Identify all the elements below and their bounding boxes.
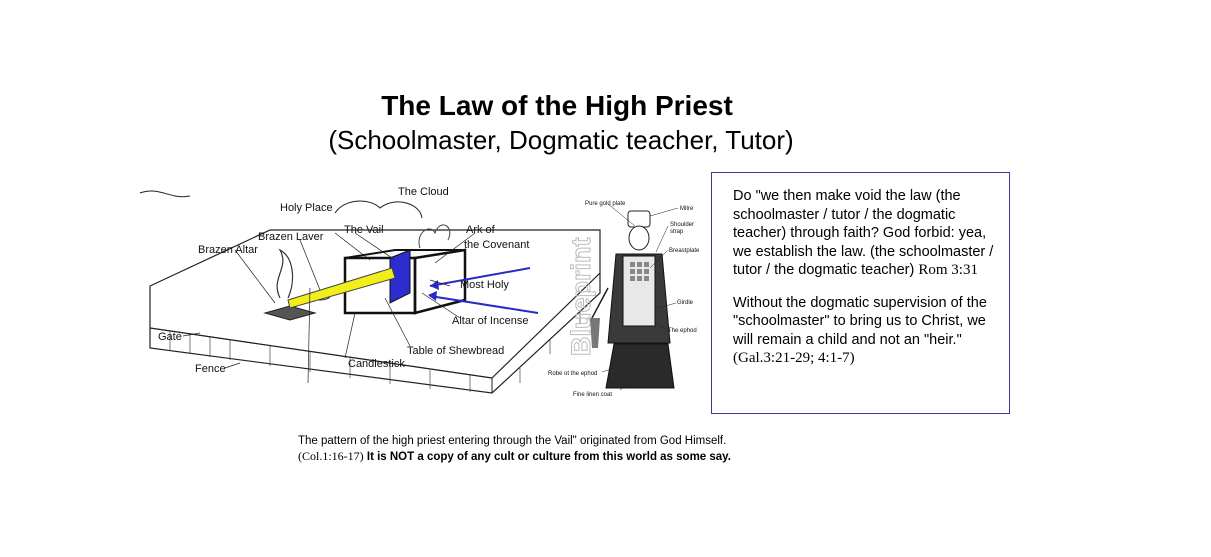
label-shoulder-line1: Shoulder (670, 222, 694, 228)
label-shoulder-line2: strap (670, 229, 684, 235)
verse-2-text: Without the dogmatic supervision of the … (733, 294, 987, 348)
label-table-of-shewbread: Table of Shewbread (407, 345, 504, 357)
caption-line-2: (Col.1:16-17) It is NOT a copy of any cu… (298, 449, 731, 465)
label-brazen-laver: Brazen Laver (258, 231, 324, 243)
leader-lines (182, 232, 476, 384)
priest-coat (605, 343, 675, 389)
label-ark-line2: the Covenant (464, 239, 529, 251)
label-fence: Fence (195, 363, 226, 375)
verse-1-reference: Rom 3:31 (918, 262, 978, 278)
label-the-cloud: The Cloud (398, 186, 449, 198)
arrow-vail (429, 267, 531, 287)
label-brazen-altar: Brazen Altar (198, 244, 258, 256)
page-title: The Law of the High Priest (381, 90, 733, 121)
arrow-most-holy (429, 295, 539, 314)
label-ark-line1: Ark of (466, 224, 496, 236)
caption: The pattern of the high priest entering … (298, 434, 731, 465)
label-most-holy: Most Holy (460, 279, 509, 291)
priest-head (628, 225, 650, 251)
label-altar-of-incense: Altar of Incense (452, 315, 528, 327)
fence-posts (169, 311, 581, 392)
tabernacle-diagram: The Cloud Holy Place The Vail Ark of the… (130, 178, 710, 408)
arrow-vail-head (430, 280, 439, 290)
label-candlestick: Candlestick (348, 358, 405, 370)
priest-censer (590, 318, 600, 348)
priest-arm (591, 287, 609, 319)
label-pure-gold-plate: Pure gold plate (585, 201, 626, 207)
label-holy-place: Holy Place (280, 202, 333, 214)
vail-curtain (389, 249, 411, 304)
fence-front-edge (149, 327, 493, 393)
arrow-most-holy-head (428, 291, 437, 301)
page-subtitle: (Schoolmaster, Dogmatic teacher, Tutor) (328, 125, 794, 155)
tabernacle-drawing: The Cloud Holy Place The Vail Ark of the… (139, 186, 700, 398)
label-robe: Robe ot the ephod (548, 371, 597, 377)
verse-2-reference: (Gal.3:21-29; 4:1-7) (733, 350, 855, 366)
priest-mitre (627, 210, 651, 228)
label-fine-linen-coat: Fine linen coat (573, 392, 612, 398)
verse-paragraph-2: Without the dogmatic supervision of the … (733, 294, 997, 368)
label-gate: Gate (158, 331, 182, 343)
cloud-pillar (418, 224, 451, 249)
caption-reference: (Col.1:16-17) (298, 449, 364, 463)
brazen-altar (263, 305, 317, 321)
priest-breastplate (630, 262, 649, 281)
label-the-vail: The Vail (344, 224, 384, 236)
caption-bold-statement: It is NOT a copy of any cult or culture … (366, 451, 731, 463)
priest-leader-lines (601, 203, 679, 391)
priest-ephod (622, 255, 656, 327)
label-ephod: The ephod (668, 328, 697, 334)
altar-smoke (276, 248, 294, 299)
label-breastplate: Breastplate (669, 248, 700, 254)
verse-box: Do "we then make void the law (the schoo… (711, 172, 1010, 414)
label-mitre: Mitre (680, 206, 694, 212)
cloud-scribble (139, 190, 423, 219)
priest-path (287, 267, 396, 309)
label-girdle: Girdle (677, 300, 694, 306)
caption-line-1: The pattern of the high priest entering … (298, 435, 727, 447)
verse-paragraph-1: Do "we then make void the law (the schoo… (733, 187, 997, 280)
high-priest-figure: Blueprint Pure gol (548, 201, 700, 398)
verse-1-text: Do "we then make void the law (the schoo… (733, 188, 994, 278)
